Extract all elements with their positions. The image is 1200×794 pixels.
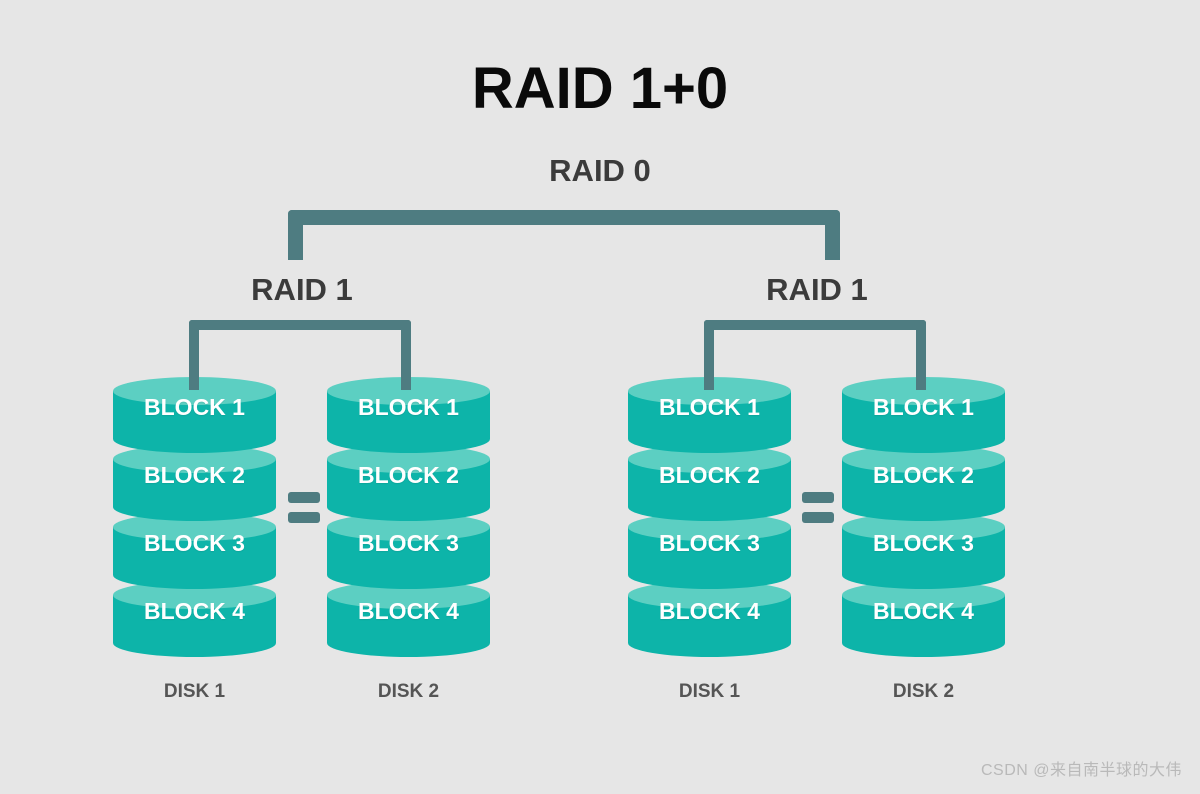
page-title: RAID 1+0 xyxy=(471,56,729,121)
equals-bar xyxy=(288,492,320,503)
equals-bar xyxy=(288,512,320,523)
disk-block: BLOCK 4 xyxy=(113,581,276,657)
disk-connector-stem xyxy=(704,358,714,390)
raid1-bracket-group-2 xyxy=(704,320,926,384)
disk-block: BLOCK 3 xyxy=(327,513,490,589)
disk-block: BLOCK 2 xyxy=(842,445,1005,521)
disk-block-label: BLOCK 4 xyxy=(873,598,974,624)
disk-block-label: BLOCK 4 xyxy=(358,598,459,624)
raid1-label-group-1: RAID 1 xyxy=(251,272,353,307)
disk-block-label: BLOCK 3 xyxy=(659,530,760,556)
disk-block: BLOCK 4 xyxy=(628,581,791,657)
disk-block-label: BLOCK 4 xyxy=(659,598,760,624)
disk-block: BLOCK 1 xyxy=(113,377,276,453)
disk-block-label: BLOCK 2 xyxy=(144,462,245,488)
raid1-bracket-group-1 xyxy=(189,320,411,384)
disk-block-label: BLOCK 1 xyxy=(144,394,245,420)
disk-block: BLOCK 2 xyxy=(327,445,490,521)
disk-block-label: BLOCK 3 xyxy=(873,530,974,556)
disk-caption: DISK 1 xyxy=(678,681,741,702)
raid1-label-group-2: RAID 1 xyxy=(766,272,868,307)
disk-block-label: BLOCK 2 xyxy=(358,462,459,488)
disk-caption: DISK 2 xyxy=(377,681,440,702)
disk-block: BLOCK 3 xyxy=(113,513,276,589)
mirror-equals-sign xyxy=(802,492,834,523)
disk-block: BLOCK 1 xyxy=(327,377,490,453)
disk-block: BLOCK 4 xyxy=(842,581,1005,657)
disk-block-label: BLOCK 4 xyxy=(144,598,245,624)
mirror-equals-sign xyxy=(288,492,320,523)
disk-caption: DISK 2 xyxy=(892,681,955,702)
disk-connector-stem xyxy=(916,358,926,390)
disk-connector-stem xyxy=(189,358,199,390)
equals-bar xyxy=(802,492,834,503)
disk-block: BLOCK 4 xyxy=(327,581,490,657)
watermark: CSDN @来自南半球的大伟 xyxy=(980,762,1182,779)
disk-caption: DISK 1 xyxy=(163,681,226,702)
disk-block-label: BLOCK 3 xyxy=(144,530,245,556)
disk-block-label: BLOCK 3 xyxy=(358,530,459,556)
disk-block-label: BLOCK 1 xyxy=(358,394,459,420)
disk-connector-stem xyxy=(401,358,411,390)
equals-bar xyxy=(802,512,834,523)
disk-block: BLOCK 2 xyxy=(113,445,276,521)
disk-block-label: BLOCK 2 xyxy=(873,462,974,488)
disk-block: BLOCK 1 xyxy=(628,377,791,453)
disk-block-label: BLOCK 1 xyxy=(659,394,760,420)
disk-block-label: BLOCK 2 xyxy=(659,462,760,488)
disk-block: BLOCK 2 xyxy=(628,445,791,521)
disk-block: BLOCK 3 xyxy=(628,513,791,589)
raid0-bracket xyxy=(288,210,840,260)
disk-block-label: BLOCK 1 xyxy=(873,394,974,420)
disk-block: BLOCK 3 xyxy=(842,513,1005,589)
raid0-label: RAID 0 xyxy=(549,153,651,188)
